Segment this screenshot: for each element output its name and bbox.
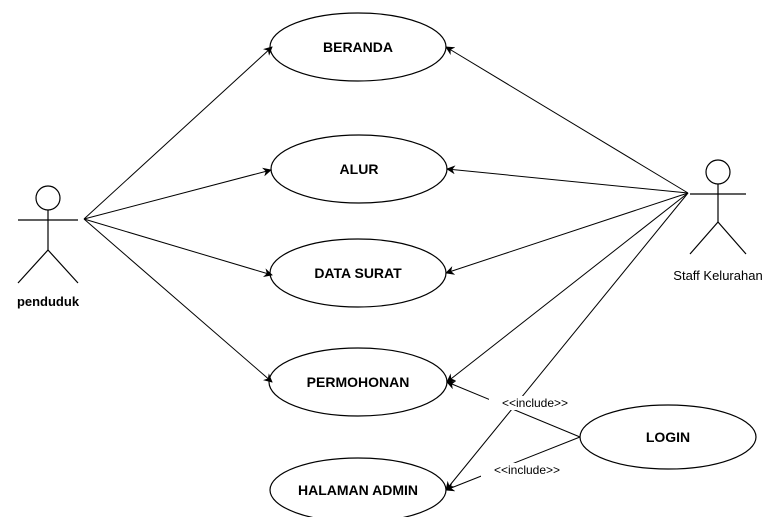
use-case-halaman-admin-label: HALAMAN ADMIN <box>298 482 418 498</box>
use-case-data-surat-label: DATA SURAT <box>314 265 402 281</box>
use-case-login-label: LOGIN <box>646 429 690 445</box>
use-case-permohonan[interactable]: PERMOHONAN <box>268 347 448 417</box>
assoc-staff-permohonan <box>446 192 689 383</box>
assoc-staff-data-surat <box>445 192 689 275</box>
assoc-penduduk-alur <box>83 167 272 220</box>
stereotype-include-2: <<include>> <box>481 463 573 477</box>
stereotype-include-2-bg <box>481 463 573 477</box>
actor-staff-head <box>705 159 731 185</box>
assoc-staff-halaman-admin <box>445 192 689 491</box>
stereotype-include-1-label: <<include>> <box>502 396 568 410</box>
use-case-beranda[interactable]: BERANDA <box>269 12 447 82</box>
associations-staff <box>445 46 689 491</box>
actor-staff-label: Staff Kelurahan <box>673 268 762 283</box>
associations-penduduk <box>83 46 273 383</box>
assoc-staff-beranda <box>445 46 689 194</box>
actor-penduduk-label: penduduk <box>17 294 80 309</box>
stereotype-include-1-bg <box>489 396 581 410</box>
actor-penduduk[interactable]: penduduk <box>17 185 80 309</box>
use-case-beranda-label: BERANDA <box>323 39 393 55</box>
assoc-staff-alur <box>446 165 689 194</box>
use-case-halaman-admin[interactable]: HALAMAN ADMIN <box>269 457 447 517</box>
use-case-login[interactable]: LOGIN <box>579 404 757 470</box>
actor-staff-leg-right <box>717 221 747 255</box>
actor-penduduk-leg-left <box>17 249 49 284</box>
assoc-penduduk-permohonan <box>83 218 273 383</box>
actor-penduduk-leg-right <box>47 249 79 284</box>
use-case-alur-label: ALUR <box>340 161 379 177</box>
stereotype-include-2-label: <<include>> <box>494 463 560 477</box>
actor-staff-leg-left <box>689 221 719 255</box>
use-case-permohonan-label: PERMOHONAN <box>307 374 410 390</box>
assoc-penduduk-beranda <box>83 46 273 220</box>
use-case-alur[interactable]: ALUR <box>270 134 448 204</box>
assoc-penduduk-data-surat <box>83 218 273 278</box>
stereotype-include-1: <<include>> <box>489 396 581 410</box>
actor-staff-kelurahan[interactable]: Staff Kelurahan <box>673 159 763 283</box>
actor-penduduk-head <box>35 185 61 211</box>
use-case-data-surat[interactable]: DATA SURAT <box>269 238 447 308</box>
